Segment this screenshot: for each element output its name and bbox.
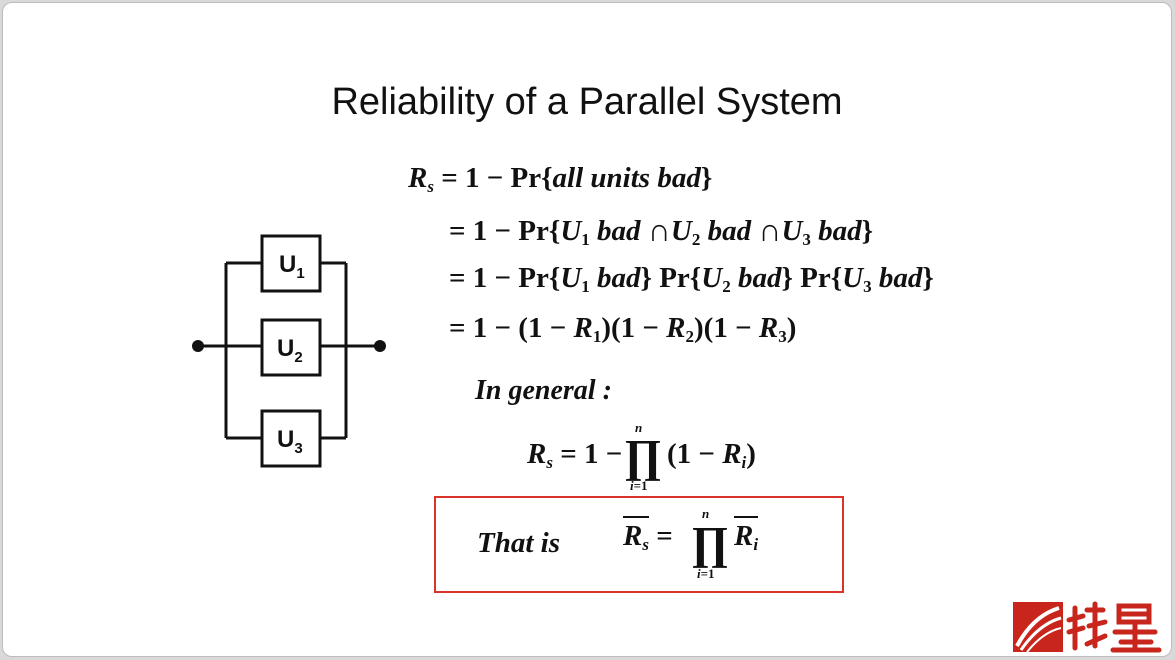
that-is-lhs: Rs = <box>623 516 673 553</box>
general-formula-lhs: Rs = 1 − <box>527 438 623 472</box>
that-is-lower-limit: i=1 <box>697 566 715 581</box>
input-node <box>192 340 204 352</box>
that-is-rhs: Ri <box>734 516 759 553</box>
product-lower-limit: i=1 <box>630 478 648 493</box>
that-is-product-symbol: ∏ <box>691 517 729 568</box>
equation-line-1: Rs = 1 − Pr{all units bad} <box>408 162 713 196</box>
that-is-label: That is <box>477 527 560 559</box>
that-is-box <box>434 496 844 593</box>
parallel-system-diagram: U1 U2 U3 <box>192 234 386 468</box>
equation-line-3: = 1 − Pr{U1 bad} Pr{U2 bad} Pr{U3 bad} <box>449 262 934 296</box>
product-upper-limit: n <box>635 420 643 435</box>
general-formula-rhs: (1 − Ri) <box>667 438 756 472</box>
equation-line-4: = 1 − (1 − R1)(1 − R2)(1 − R3) <box>449 312 797 346</box>
in-general-label: In general : <box>475 375 612 406</box>
unit-label-u3: U3 <box>277 426 303 457</box>
equation-line-2: = 1 − Pr{U1 bad ∩U2 bad ∩U3 bad} <box>449 212 874 249</box>
logo-icon <box>1013 601 1162 653</box>
that-is-upper-limit: n <box>702 506 710 521</box>
product-symbol: ∏ <box>624 430 662 481</box>
output-node <box>374 340 386 352</box>
slide-title: Reliability of a Parallel System <box>331 81 843 123</box>
